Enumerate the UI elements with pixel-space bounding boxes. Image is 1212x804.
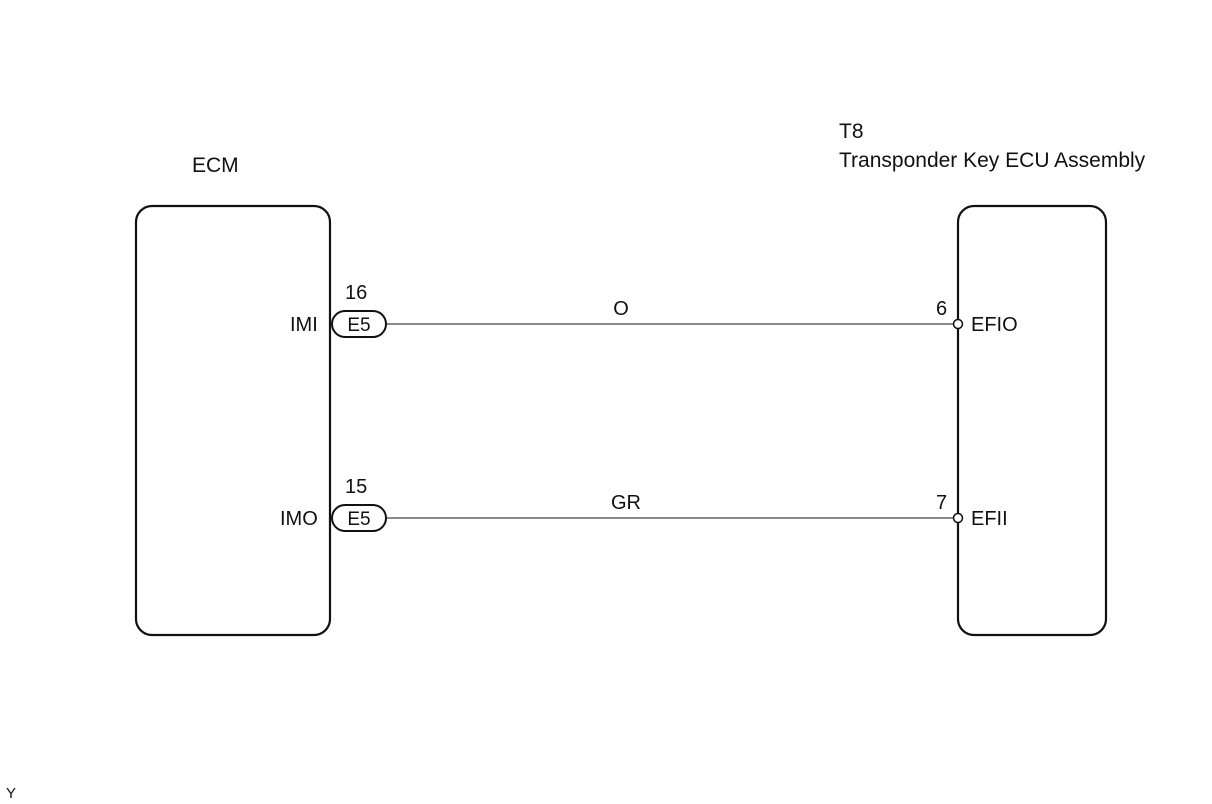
ecu-code-label: T8 xyxy=(839,120,864,143)
wire-row: IMI 16 E5 O 6 EFIO xyxy=(290,282,1018,338)
wire-color-label: O xyxy=(613,298,629,320)
ecu-pin-number: 7 xyxy=(936,492,947,514)
wire-color-label: GR xyxy=(611,492,641,514)
terminal-circle xyxy=(952,512,964,524)
ecu-name-label: Transponder Key ECU Assembly xyxy=(839,149,1146,172)
footer-mark: Y xyxy=(6,785,16,802)
ecu-signal-label: EFIO xyxy=(971,314,1018,336)
connector-label: E5 xyxy=(347,509,370,530)
connector-badge xyxy=(331,504,387,532)
ecm-label: ECM xyxy=(192,154,239,177)
connector-label: E5 xyxy=(347,315,370,336)
ecu-box xyxy=(956,204,1108,637)
connector-badge xyxy=(331,310,387,338)
ecm-signal-label: IMO xyxy=(280,508,318,530)
ecu-pin-number: 6 xyxy=(936,298,947,320)
terminal-circle xyxy=(952,318,964,330)
wire-row: IMO 15 E5 GR 7 EFII xyxy=(280,476,1008,532)
ecm-pin-number: 15 xyxy=(345,476,367,498)
ecm-pin-number: 16 xyxy=(345,282,367,304)
ecu-signal-label: EFII xyxy=(971,508,1008,530)
ecm-box xyxy=(134,204,332,637)
ecm-signal-label: IMI xyxy=(290,314,318,336)
